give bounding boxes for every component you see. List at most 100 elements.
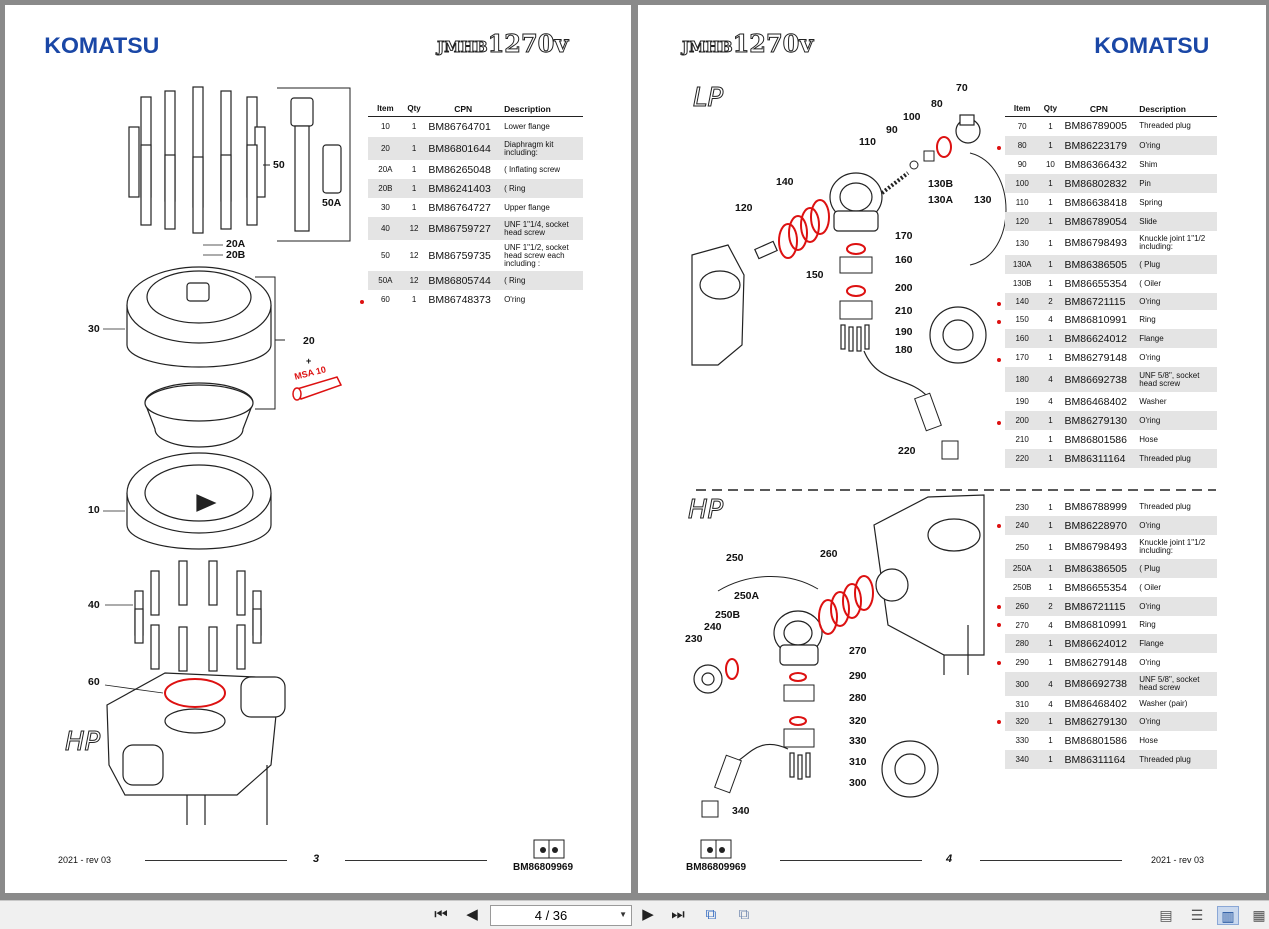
- rotate-icon[interactable]: ⧉: [705, 906, 717, 923]
- first-page-icon[interactable]: ⏮: [434, 906, 448, 923]
- chevron-down-icon[interactable]: ▼: [619, 910, 627, 919]
- callout-300: 300: [849, 777, 867, 789]
- callout-60: 60: [88, 676, 100, 688]
- komatsu-logo: KOMATSU: [44, 33, 160, 58]
- cell-item: 330: [1015, 736, 1029, 745]
- cell-cpn: BM86764727: [428, 201, 491, 214]
- callout-290: 290: [849, 670, 867, 682]
- cell-qty: 1: [1048, 198, 1053, 207]
- lp-section-label: LP: [692, 83, 724, 114]
- cell-item: 240: [1005, 516, 1040, 535]
- cell-qty: 1: [402, 137, 426, 160]
- callout-240: 240: [704, 621, 722, 633]
- callout-30: 30: [88, 323, 100, 335]
- upper-flange-30: [126, 266, 272, 368]
- single-page-icon[interactable]: ▤: [1159, 907, 1173, 923]
- cell-desc: O'ring: [1136, 516, 1217, 535]
- cell-desc: Threaded plug: [1136, 750, 1217, 769]
- cell-cpn: BM86759727: [425, 217, 502, 240]
- continuous-icon[interactable]: ☰: [1190, 907, 1204, 923]
- cell-cpn: BM86386505: [1061, 255, 1137, 274]
- cell-item: 280: [1005, 634, 1040, 653]
- cell-qty: 1: [1039, 411, 1062, 430]
- cell-desc: ( Oiler: [1139, 278, 1161, 288]
- callout-320: 320: [849, 715, 867, 727]
- cell-qty: 1: [1039, 634, 1062, 653]
- hose-330: [733, 743, 789, 764]
- cell-desc: Ring: [1139, 314, 1156, 324]
- cell-item: 50: [380, 251, 390, 260]
- model-title: JMHB1270v: [437, 29, 569, 59]
- model-prefix: JMHB: [437, 38, 489, 57]
- cell-qty: 4: [1048, 315, 1053, 324]
- cell-item: 320: [1005, 712, 1040, 731]
- flange-160: [839, 256, 873, 274]
- prev-page-icon[interactable]: ◀: [466, 906, 478, 923]
- hose-end-hp: [714, 754, 742, 794]
- cell-item: 230: [1015, 502, 1029, 512]
- exploded-diagram-page3: [103, 86, 351, 825]
- cell-desc: Threaded plug: [1139, 502, 1191, 511]
- cell-cpn: BM86789005: [1064, 120, 1127, 133]
- cell-cpn: BM86802832: [1061, 174, 1137, 193]
- cell-item: 150: [1015, 315, 1029, 324]
- page-selector[interactable]: ▼: [490, 905, 632, 926]
- cell-item: 50A: [368, 271, 403, 290]
- cell-cpn: BM86638418: [1064, 196, 1127, 209]
- two-page-continuous-icon[interactable]: ▦: [1252, 907, 1266, 923]
- cell-desc: ( Inflating screw: [504, 164, 561, 174]
- cell-cpn: BM86721115: [1061, 597, 1137, 616]
- two-page-icon[interactable]: ▥: [1217, 906, 1239, 925]
- bracket-50: [263, 87, 351, 242]
- model-prefix: JMHB: [682, 38, 734, 57]
- copy-icon[interactable]: ⧉: [738, 906, 750, 923]
- cell-qty: 1: [1048, 736, 1053, 745]
- cell-item: 250A: [1005, 559, 1040, 578]
- cell-qty: 12: [402, 217, 426, 240]
- hp-section-label-p3: HP: [64, 727, 101, 758]
- cell-desc: Upper flange: [504, 202, 550, 212]
- callout-70: 70: [956, 82, 968, 94]
- callout-130: 130: [974, 194, 992, 206]
- cell-qty: 1: [1048, 435, 1053, 444]
- cell-qty: 1: [1048, 279, 1053, 288]
- critical-part-marker: [997, 623, 1001, 627]
- last-page-icon[interactable]: ⏭: [671, 906, 685, 923]
- col-qty: Qty: [402, 102, 426, 117]
- next-page-icon[interactable]: ▶: [642, 906, 654, 923]
- cell-item: 70: [1017, 121, 1027, 131]
- cell-desc: O'ring: [1136, 293, 1217, 310]
- cell-item: 210: [1015, 435, 1029, 444]
- cell-cpn: BM86692738: [1061, 367, 1137, 392]
- cell-item: 20B: [368, 179, 403, 198]
- footer-date-p4: 2021 - rev 03: [1151, 855, 1205, 865]
- callout-340: 340: [732, 805, 750, 817]
- cell-item: 310: [1015, 699, 1029, 709]
- orings-140: [778, 199, 830, 259]
- cell-cpn: BM86789054: [1061, 212, 1137, 231]
- cell-qty: 12: [409, 251, 419, 260]
- cell-desc: UNF 5/8", socket head screw: [1136, 367, 1217, 392]
- cell-item: 140: [1005, 293, 1040, 310]
- critical-part-marker: [997, 357, 1001, 362]
- pin-100: [923, 150, 935, 162]
- page-number-4: 4: [946, 853, 953, 865]
- cell-desc: Knuckle joint 1"1/2 including:: [1139, 234, 1206, 251]
- cell-cpn: BM86801586: [1064, 734, 1127, 747]
- page-input[interactable]: [491, 906, 611, 925]
- hose-fitting-210: [839, 300, 873, 320]
- cell-qty: 1: [1048, 583, 1053, 592]
- cell-qty: 1: [411, 122, 417, 132]
